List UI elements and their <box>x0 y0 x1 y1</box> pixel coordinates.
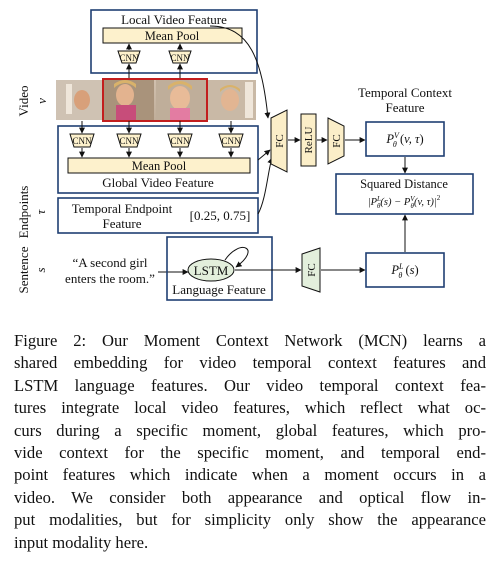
cnn-bottom-3 <box>167 133 193 148</box>
cnn-top-1-label: CNN <box>119 53 139 63</box>
svg-text:CNN: CNN <box>221 136 241 146</box>
language-feature-label: Language Feature <box>172 282 266 297</box>
svg-text:CNN: CNN <box>72 136 92 146</box>
temporal-context-label-1: Temporal Context <box>358 85 452 100</box>
sentence-text-2: enters the room.” <box>65 271 155 286</box>
global-video-feature-label: Global Video Feature <box>102 175 214 190</box>
caption-line: point features which indicate when a mom… <box>14 465 486 485</box>
caption-line: curs during a specific moment, global fe… <box>14 420 486 440</box>
sentence-axis-label: Sentence <box>16 246 31 293</box>
sentence-text-1: “A second girl <box>72 255 147 270</box>
mean-pool-top <box>102 27 243 44</box>
temporal-context-label-2: Feature <box>386 100 425 115</box>
pv-output-box <box>365 121 445 157</box>
caption-line: put modalities, but for simplicity only … <box>14 510 486 530</box>
local-video-feature-label: Local Video Feature <box>121 12 227 27</box>
caption-line: Figure 2: Our Moment Context Network (MC… <box>14 331 486 350</box>
local-video-feature-box <box>90 9 258 74</box>
temporal-endpoint-label-2: Feature <box>103 216 142 231</box>
cnn-bottom-1 <box>69 133 95 148</box>
lstm-label: LSTM <box>194 263 229 278</box>
squared-distance-box <box>335 173 474 215</box>
language-feature-box <box>166 236 273 301</box>
sentence-axis-var: s <box>33 267 48 272</box>
cnn-top-2-label: CNN <box>170 53 190 63</box>
fc-video-2 <box>327 117 345 165</box>
caption-line: tures integrate local video features, wh… <box>14 398 486 418</box>
caption-line: LSTM language features. Our video tempor… <box>14 375 486 395</box>
temporal-endpoint-label-1: Temporal Endpoint <box>72 201 173 216</box>
video-frames-strip <box>56 80 256 120</box>
selected-moment-frame <box>102 78 208 122</box>
figure-caption: Figure 2: Our Moment Context Network (MC… <box>14 330 486 554</box>
svg-text:FC: FC <box>306 263 318 276</box>
endpoints-axis-var: τ <box>33 208 48 214</box>
caption-line: vide context for the specific moment, an… <box>14 443 486 463</box>
cnn-top-2 <box>168 50 192 64</box>
video-axis-var: v <box>34 98 49 104</box>
mean-pool-top-label: Mean Pool <box>145 29 200 43</box>
video-axis-label: Video <box>16 86 31 117</box>
svg-text:FC: FC <box>331 134 343 147</box>
cnn-bottom-2 <box>116 133 142 148</box>
svg-text:ReLU: ReLU <box>303 127 315 154</box>
lstm-node <box>187 258 235 282</box>
svg-text:CNN: CNN <box>170 136 190 146</box>
svg-text:CNN: CNN <box>119 136 139 146</box>
caption-line: video. We consider both appearance and o… <box>14 487 486 507</box>
fc-video-1 <box>270 109 288 173</box>
mean-pool-bottom <box>67 157 251 174</box>
pl-output-box <box>365 252 445 288</box>
svg-text:FC: FC <box>274 134 286 147</box>
endpoint-values: [0.25, 0.75] <box>190 208 251 223</box>
squared-distance-label: Squared Distance <box>360 177 448 191</box>
cnn-bottom-4 <box>218 133 244 148</box>
caption-line: shared embedding for video temporal cont… <box>14 353 486 373</box>
caption-line: input modality here. <box>14 532 149 552</box>
cnn-top-1 <box>117 50 141 64</box>
fc-language <box>301 247 321 293</box>
mcn-diagram: Local Video Feature Mean Pool CNN CNN Vi… <box>16 9 474 301</box>
endpoints-axis-label: Endpoints <box>16 186 31 239</box>
mean-pool-bottom-label: Mean Pool <box>132 159 187 173</box>
temporal-endpoint-feature-box <box>57 197 259 234</box>
relu-block <box>300 113 317 167</box>
